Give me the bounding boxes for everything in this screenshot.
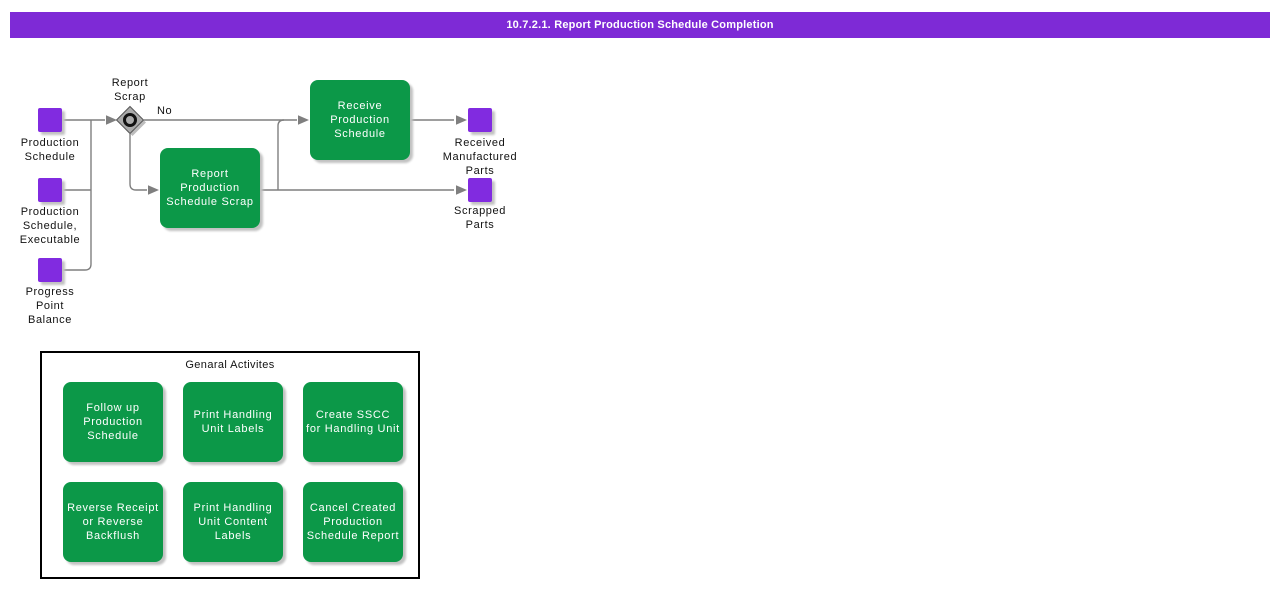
input-node-production-schedule[interactable] (38, 108, 62, 132)
connector-gateway-to-report-scrap (129, 134, 147, 191)
arrowhead-into-report-scrap-activity (148, 185, 159, 195)
output-node-received-manufactured-parts[interactable] (468, 108, 492, 132)
activity-follow-up-production-schedule[interactable]: Follow up Production Schedule (63, 382, 163, 462)
activity-print-handling-unit-content-labels[interactable]: Print Handling Unit Content Labels (183, 482, 283, 562)
activity-reverse-receipt-or-reverse-backflush[interactable]: Reverse Receipt or Reverse Backflush (63, 482, 163, 562)
diagram-title: 10.7.2.1. Report Production Schedule Com… (506, 19, 774, 31)
output-label-scrapped-parts: Scrapped Parts (454, 205, 506, 231)
activity-label-cancel-created-production-schedule-report: Cancel Created Production Schedule Repor… (306, 502, 400, 542)
activity-print-handling-unit-labels[interactable]: Print Handling Unit Labels (183, 382, 283, 462)
arrowhead-into-received-parts (456, 115, 467, 125)
diagram-title-bar: 10.7.2.1. Report Production Schedule Com… (10, 12, 1270, 38)
input-label-production-schedule: Production Schedule (20, 137, 80, 163)
activity-label-receive-production-schedule: Receive Production Schedule (330, 100, 390, 140)
activity-cancel-created-production-schedule-report[interactable]: Cancel Created Production Schedule Repor… (303, 482, 403, 562)
gateway-diamond-icon (115, 105, 145, 135)
input-label-progress-point-balance: Progress Point Balance (25, 286, 75, 326)
input-label-production-schedule-executable: Production Schedule, Executable (19, 206, 81, 246)
activity-label-print-handling-unit-labels: Print Handling Unit Labels (193, 409, 273, 435)
arrowhead-into-scrapped-parts (456, 185, 467, 195)
output-label-received-manufactured-parts: Received Manufactured Parts (442, 137, 518, 177)
general-activities-title: Genaral Activites (185, 359, 275, 371)
activity-report-production-schedule-scrap[interactable]: Report Production Schedule Scrap (160, 148, 260, 228)
arrowhead-into-receive-activity (298, 115, 309, 125)
activity-label-create-sscc-for-handling-unit: Create SSCC for Handling Unit (306, 409, 400, 435)
output-node-scrapped-parts[interactable] (468, 178, 492, 202)
connector-report-scrap-to-receive (277, 119, 285, 190)
activity-label-report-production-schedule-scrap: Report Production Schedule Scrap (166, 168, 254, 208)
input-node-production-schedule-executable[interactable] (38, 178, 62, 202)
gateway-circle-icon (123, 113, 137, 127)
decision-label: Report Scrap (111, 77, 149, 103)
activity-label-print-handling-unit-content-labels: Print Handling Unit Content Labels (193, 502, 273, 542)
activity-receive-production-schedule[interactable]: Receive Production Schedule (310, 80, 410, 160)
branch-no-label: No (157, 105, 173, 117)
activity-label-follow-up-production-schedule: Follow up Production Schedule (83, 402, 143, 442)
activity-label-reverse-receipt-or-reverse-backflush: Reverse Receipt or Reverse Backflush (67, 502, 159, 542)
activity-create-sscc-for-handling-unit[interactable]: Create SSCC for Handling Unit (303, 382, 403, 462)
general-activities-panel: Genaral Activites Follow up Production S… (40, 351, 420, 579)
decision-gateway-report-scrap[interactable] (112, 102, 150, 140)
input-node-progress-point-balance[interactable] (38, 258, 62, 282)
